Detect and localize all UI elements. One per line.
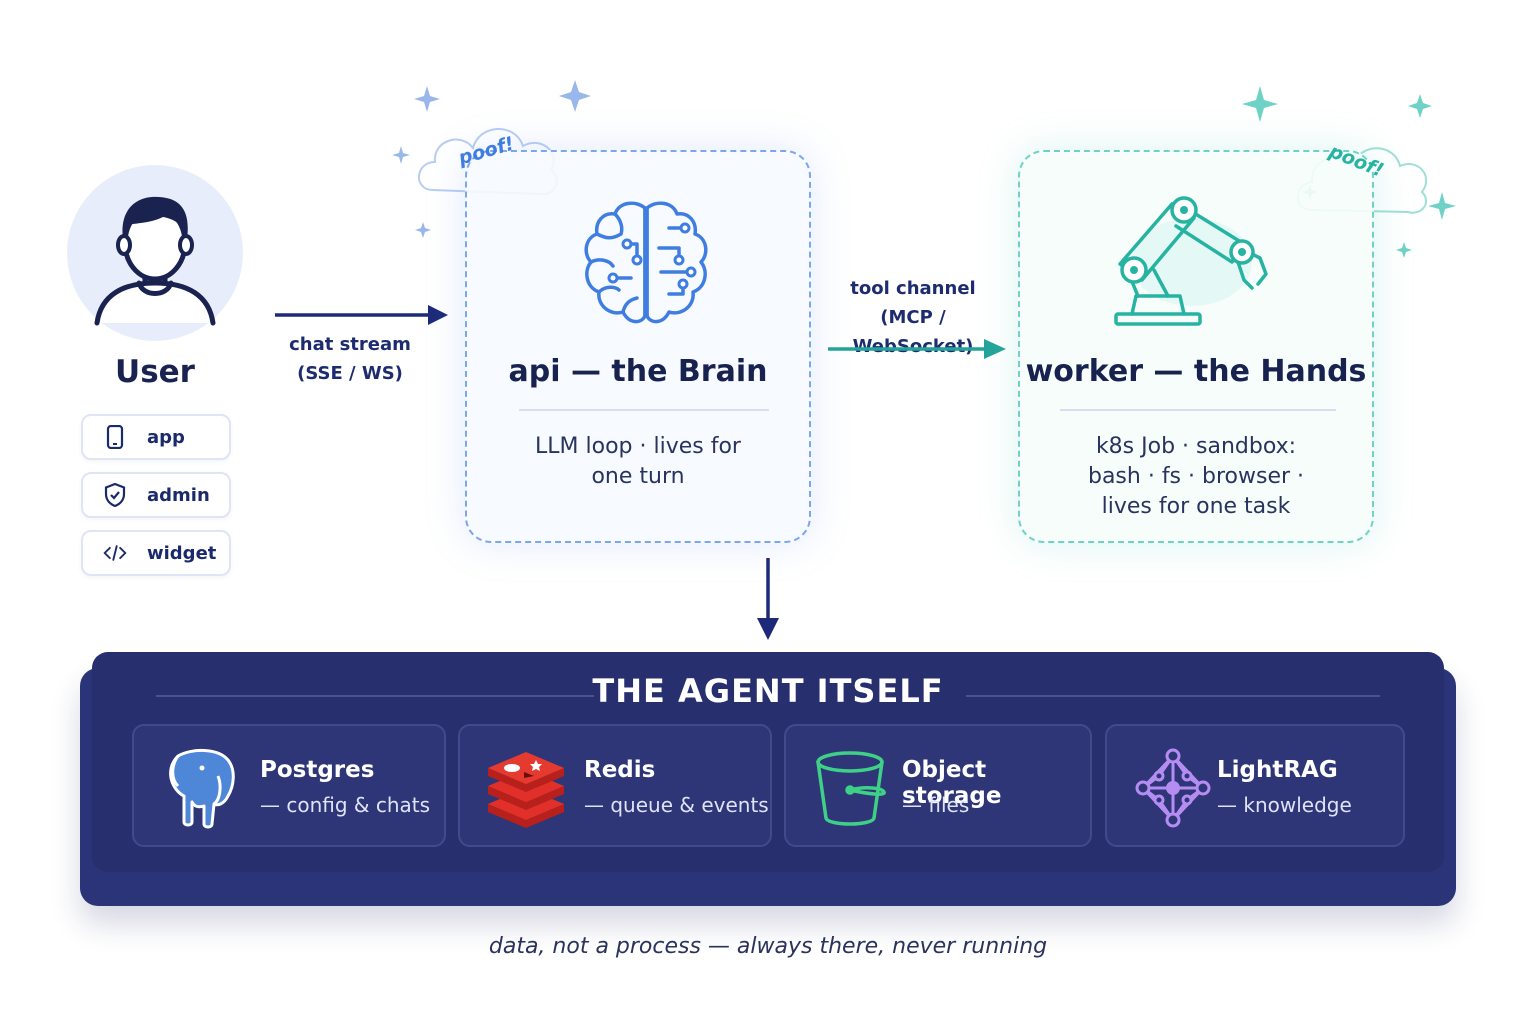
- brain-title: api — the Brain: [508, 354, 768, 389]
- sparkle-icon: [392, 80, 591, 238]
- store-postgres-role: — config & chats: [260, 793, 431, 817]
- store-redis: Redis — queue & events: [458, 724, 772, 847]
- postgres-elephant-icon: [169, 749, 235, 829]
- user-title: User: [115, 354, 195, 390]
- store-object-storage-role: — files: [902, 793, 970, 817]
- store-lightrag-name: LightRAG: [1217, 757, 1338, 783]
- chat-stream-label-line2: (SSE / WS): [297, 363, 403, 384]
- chat-stream-label-line1: chat stream: [289, 334, 411, 355]
- brain-desc-line2: one turn: [591, 464, 685, 489]
- hands-description: k8s Job · sandbox: bash · fs · browser ·…: [1020, 432, 1372, 522]
- person-icon: [94, 196, 216, 326]
- shield-icon: [103, 483, 127, 507]
- brain-desc-line1: LLM loop · lives for: [535, 434, 741, 459]
- brain-description: LLM loop · lives for one turn: [467, 432, 809, 492]
- hands-card: worker — the Hands k8s Job · sandbox: ba…: [1018, 150, 1374, 543]
- store-redis-name: Redis: [584, 757, 656, 783]
- hands-divider: [1060, 409, 1336, 411]
- store-object-storage-name: Object storage: [902, 757, 1002, 809]
- brain-icon: [584, 201, 708, 324]
- client-admin-label: admin: [147, 484, 210, 506]
- hands-desc-line1: k8s Job · sandbox:: [1095, 434, 1297, 459]
- phone-icon: [103, 425, 127, 449]
- graph-icon: [1135, 748, 1211, 828]
- store-lightrag: LightRAG — knowledge: [1105, 724, 1405, 847]
- footer-caption: data, not a process — always there, neve…: [488, 934, 1048, 959]
- chat-stream-arrow: [275, 305, 448, 325]
- hands-title: worker — the Hands: [1025, 354, 1367, 389]
- client-widget-label: widget: [147, 542, 217, 564]
- client-widget-pill[interactable]: widget: [81, 530, 231, 576]
- hands-desc-line2: bash · fs · browser ·: [1087, 464, 1305, 489]
- store-lightrag-role: — knowledge: [1217, 793, 1352, 817]
- hands-desc-line3: lives for one task: [1101, 494, 1291, 519]
- client-admin-pill[interactable]: admin: [81, 472, 231, 518]
- tool-channel-label-line2: (MCP / WebSocket): [852, 307, 974, 357]
- bucket-icon: [816, 751, 886, 826]
- robot-arm-icon: [1114, 196, 1268, 326]
- agent-title-rule-left: [156, 695, 594, 697]
- user-avatar: [67, 165, 243, 341]
- chat-stream-label: chat stream (SSE / WS): [270, 330, 430, 388]
- brain-to-agent-arrow: [757, 558, 779, 640]
- brain-divider: [519, 409, 769, 411]
- brain-card: api — the Brain LLM loop · lives for one…: [465, 150, 811, 543]
- store-object-storage: Object storage — files: [784, 724, 1092, 847]
- store-postgres-name: Postgres: [260, 757, 375, 783]
- agent-title: THE AGENT ITSELF: [592, 672, 944, 710]
- client-app-label: app: [147, 426, 185, 448]
- tool-channel-arrow: [828, 339, 1006, 359]
- code-icon: [103, 541, 127, 565]
- client-app-pill[interactable]: app: [81, 414, 231, 460]
- tool-channel-label: tool channel (MCP / WebSocket): [820, 274, 1006, 361]
- agent-title-rule-right: [966, 695, 1380, 697]
- store-redis-role: — queue & events: [584, 793, 769, 817]
- redis-icon: [488, 752, 564, 828]
- tool-channel-label-line1: tool channel: [850, 278, 976, 299]
- store-postgres: Postgres — config & chats: [132, 724, 446, 847]
